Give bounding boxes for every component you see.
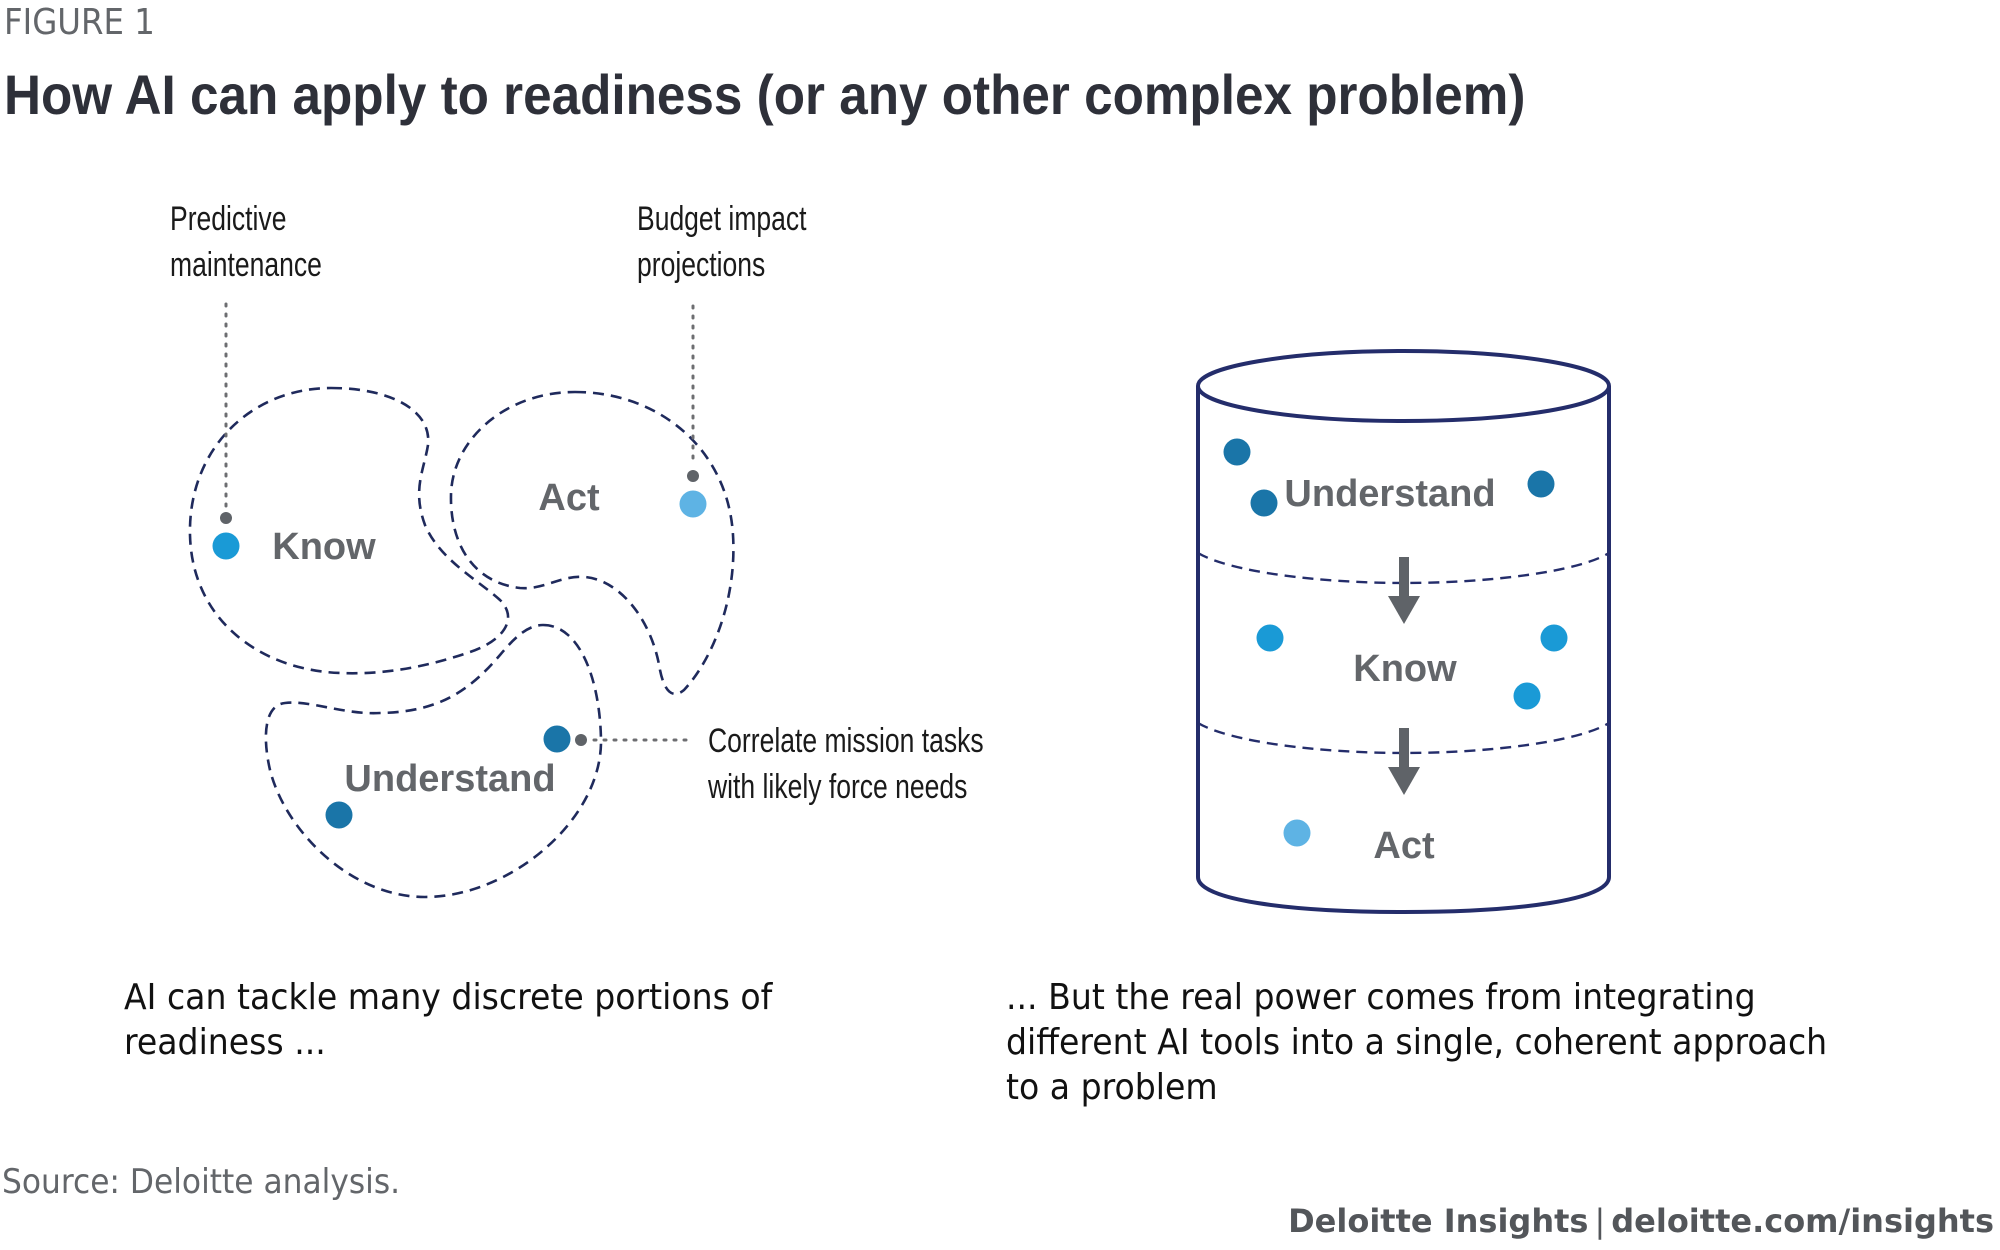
footer-credit: Deloitte Insights|deloitte.com/insights bbox=[1288, 1202, 1994, 1240]
cylinder-top bbox=[1196, 349, 1611, 423]
callout-line: maintenance bbox=[170, 246, 322, 284]
callout-line: Correlate mission tasks bbox=[708, 722, 984, 760]
footer-url-link[interactable]: deloitte.com/insights bbox=[1611, 1202, 1994, 1240]
caption-line: different AI tools into a single, cohere… bbox=[1006, 1022, 1828, 1063]
brand-name: Deloitte Insights bbox=[1288, 1202, 1589, 1240]
know-region-label: Know bbox=[272, 526, 376, 568]
budget-connector-dot bbox=[687, 470, 699, 482]
act-region-label: Act bbox=[538, 477, 600, 519]
flow-arrow-down-icon bbox=[1388, 728, 1420, 795]
right-caption: ... But the real power comes from integr… bbox=[1006, 975, 1827, 1110]
know-region-outline bbox=[188, 386, 510, 675]
cylinder-body bbox=[1196, 386, 1611, 915]
budget-impact-callout: Budget impact projections bbox=[637, 196, 807, 288]
left-diagram: Know Act Understand bbox=[188, 302, 735, 899]
footer-separator: | bbox=[1594, 1202, 1606, 1240]
right-diagram-cylinder: Understand Know Act bbox=[1196, 349, 1611, 915]
callout-line: projections bbox=[637, 246, 766, 284]
flow-arrow-down-icon bbox=[1388, 557, 1420, 624]
caption-line: AI can tackle many discrete portions of bbox=[124, 977, 773, 1018]
understand-region-outline bbox=[264, 623, 603, 899]
know-layer-label: Know bbox=[1353, 648, 1457, 690]
source-note: Source: Deloitte analysis. bbox=[2, 1162, 401, 1202]
left-caption: AI can tackle many discrete portions of … bbox=[124, 975, 772, 1065]
act-layer-dot bbox=[1283, 819, 1311, 847]
figure-label: FIGURE 1 bbox=[4, 2, 155, 43]
know-layer-dot bbox=[1513, 682, 1541, 710]
understand-tool-dot bbox=[325, 801, 353, 829]
callout-line: Predictive bbox=[170, 200, 287, 238]
understand-layer-dot bbox=[1223, 438, 1251, 466]
predictive-connector-dot bbox=[220, 512, 232, 524]
act-layer-label: Act bbox=[1373, 825, 1435, 867]
know-tool-dot bbox=[212, 532, 240, 560]
correlate-mission-callout: Correlate mission tasks with likely forc… bbox=[708, 718, 984, 810]
understand-layer-label: Understand bbox=[1284, 473, 1495, 515]
know-layer-dot bbox=[1540, 624, 1568, 652]
callout-line: Budget impact bbox=[637, 200, 807, 238]
predictive-maintenance-callout: Predictive maintenance bbox=[170, 196, 322, 288]
figure-title: How AI can apply to readiness (or any ot… bbox=[4, 63, 1526, 126]
caption-line: readiness ... bbox=[124, 1022, 326, 1063]
caption-line: to a problem bbox=[1006, 1067, 1218, 1108]
callout-line: with likely force needs bbox=[708, 768, 968, 806]
understand-layer-dot bbox=[1250, 489, 1278, 517]
understand-layer-dot bbox=[1527, 470, 1555, 498]
correlate-connector-dot bbox=[575, 734, 587, 746]
caption-line: ... But the real power comes from integr… bbox=[1006, 977, 1756, 1018]
understand-region-label: Understand bbox=[344, 758, 555, 800]
act-tool-dot bbox=[679, 490, 707, 518]
know-layer-dot bbox=[1256, 624, 1284, 652]
act-region-outline bbox=[449, 390, 735, 696]
understand-tool-dot bbox=[543, 725, 571, 753]
